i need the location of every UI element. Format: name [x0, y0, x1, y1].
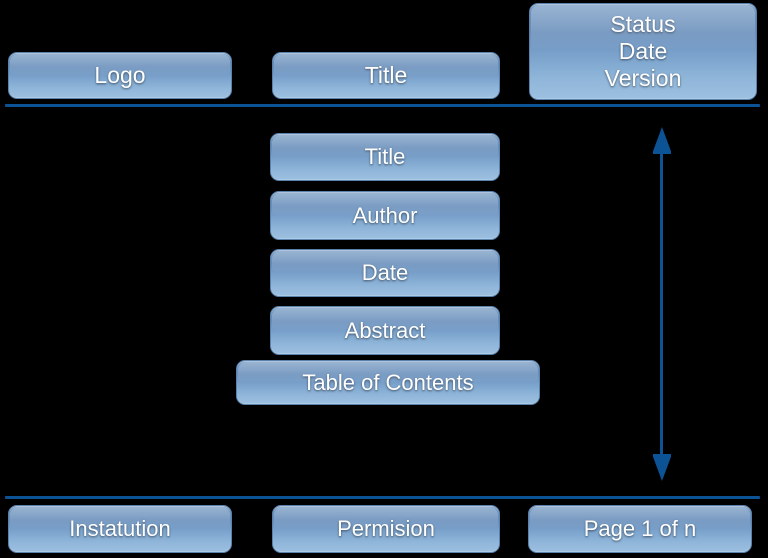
footer-page-number-label: Page 1 of n: [583, 516, 697, 542]
logo-box-label: Logo: [94, 61, 146, 88]
header-divider-rule: [5, 104, 760, 107]
footer-permission-box[interactable]: Permision: [272, 505, 500, 553]
logo-box[interactable]: Logo: [8, 52, 232, 99]
body-item-date[interactable]: Date: [270, 249, 500, 297]
body-item-abstract[interactable]: Abstract: [270, 306, 500, 355]
body-item-title[interactable]: Title: [270, 133, 500, 181]
header-title-box[interactable]: Title: [272, 52, 500, 99]
double-headed-vertical-arrow-icon: [653, 127, 671, 481]
date-line: Date: [618, 37, 668, 64]
header-title-label: Title: [364, 61, 408, 88]
body-item-table-of-contents-label: Table of Contents: [302, 369, 474, 395]
status-date-version-box[interactable]: Status Date Version: [529, 3, 757, 100]
body-item-date-label: Date: [361, 260, 409, 286]
footer-divider-rule: [5, 496, 760, 499]
body-item-title-label: Title: [364, 144, 406, 170]
status-line: Status: [610, 10, 676, 37]
footer-permission-label: Permision: [337, 516, 435, 542]
body-item-author[interactable]: Author: [270, 191, 500, 240]
status-date-version-lines: Status Date Version: [530, 11, 756, 92]
footer-institution-label: Instatution: [69, 516, 171, 542]
footer-page-number-box[interactable]: Page 1 of n: [528, 505, 752, 553]
body-item-abstract-label: Abstract: [344, 317, 426, 343]
body-item-author-label: Author: [352, 202, 418, 228]
body-item-table-of-contents[interactable]: Table of Contents: [236, 360, 540, 405]
footer-institution-box[interactable]: Instatution: [8, 505, 232, 553]
version-line: Version: [604, 65, 682, 92]
